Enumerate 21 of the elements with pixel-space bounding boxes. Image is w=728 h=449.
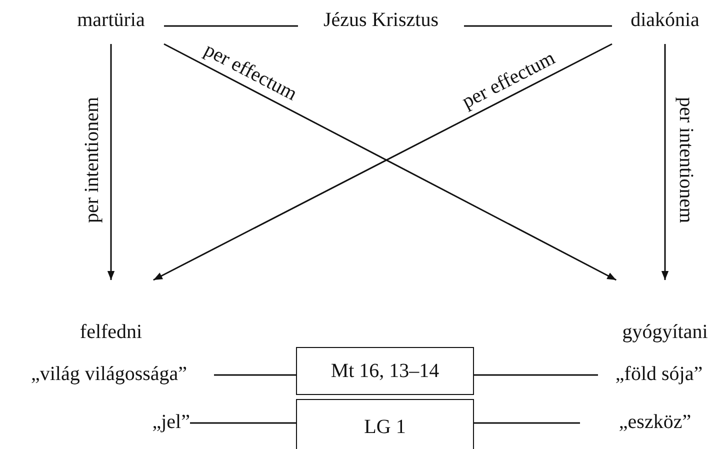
term-label: Jézus Krisztus bbox=[298, 8, 464, 44]
connector-line bbox=[164, 25, 298, 27]
term-label: martüria bbox=[58, 8, 164, 44]
reference-box: LG 1 bbox=[296, 399, 474, 449]
term-label: felfedni bbox=[58, 280, 164, 344]
edge-label: per intentionem bbox=[81, 96, 104, 226]
term-label: „jel” bbox=[96, 410, 190, 436]
connector-line bbox=[464, 25, 612, 27]
connector-line bbox=[190, 422, 296, 424]
connector-line bbox=[474, 422, 580, 424]
term-label: diakónia bbox=[612, 8, 718, 44]
term-label: gyógyítani bbox=[604, 280, 726, 344]
reference-box: Mt 16, 13–14 bbox=[296, 347, 474, 395]
arrow bbox=[107, 44, 115, 280]
term-label: „eszköz” bbox=[580, 410, 728, 436]
connector-line bbox=[214, 374, 296, 376]
term-label: „világ világossága” bbox=[4, 362, 214, 388]
edge-label: per intentionem bbox=[675, 96, 698, 226]
term-label: „föld sója” bbox=[598, 362, 720, 388]
arrow bbox=[661, 44, 669, 280]
connector-line bbox=[474, 374, 598, 376]
